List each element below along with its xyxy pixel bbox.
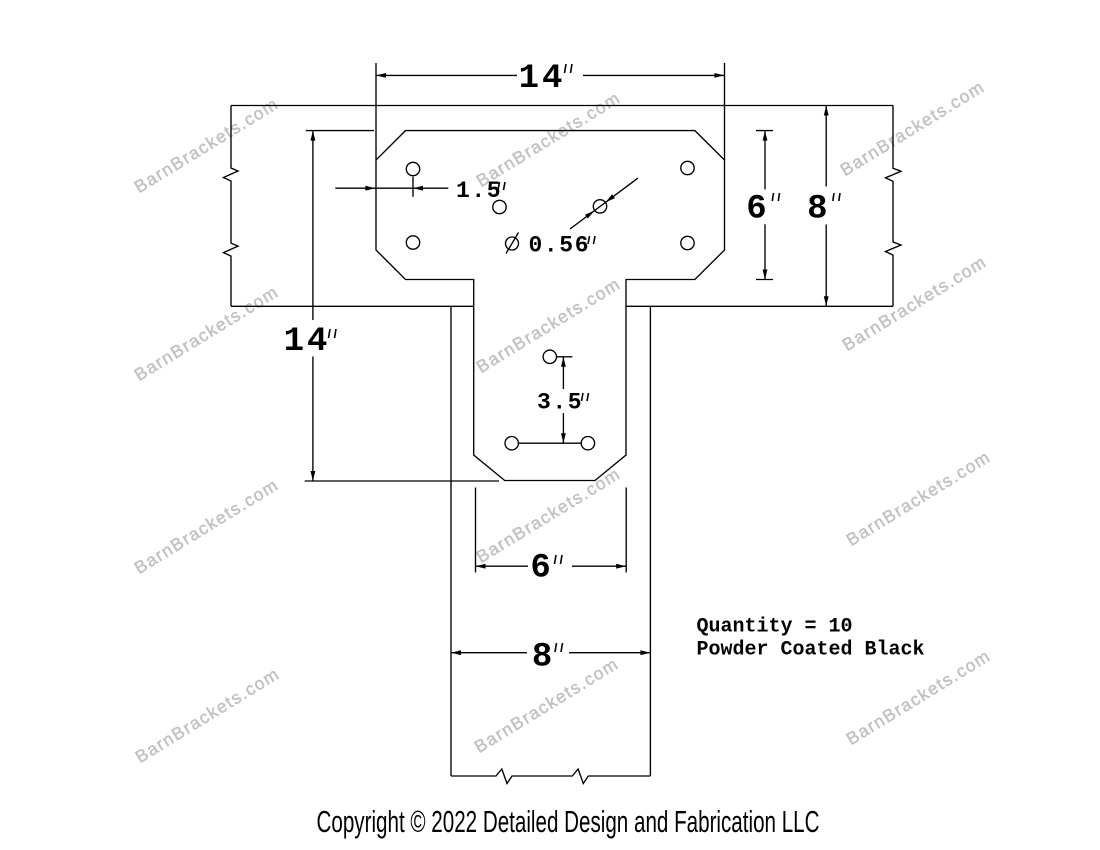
svg-text:BarnBrackets.com: BarnBrackets.com	[473, 88, 623, 191]
svg-text:BarnBrackets.com: BarnBrackets.com	[131, 282, 281, 385]
svg-text:BarnBrackets.com: BarnBrackets.com	[843, 646, 993, 749]
svg-text:BarnBrackets.com: BarnBrackets.com	[131, 475, 281, 578]
svg-text:BarnBrackets.com: BarnBrackets.com	[132, 664, 282, 767]
svg-text:BarnBrackets.com: BarnBrackets.com	[839, 252, 989, 355]
svg-text:8: 8	[532, 639, 555, 677]
svg-text:BarnBrackets.com: BarnBrackets.com	[131, 94, 281, 197]
svg-text:3.5: 3.5	[537, 389, 583, 415]
svg-text:Copyright © 2022 Detailed Desi: Copyright © 2022 Detailed Design and Fab…	[317, 804, 820, 839]
svg-text:Powder Coated Black: Powder Coated Black	[697, 639, 925, 662]
svg-text:8: 8	[807, 191, 830, 229]
svg-text:Quantity = 10: Quantity = 10	[697, 616, 853, 639]
svg-text:6: 6	[746, 191, 769, 229]
svg-text:14: 14	[519, 60, 566, 98]
svg-text:1.5: 1.5	[456, 178, 502, 204]
svg-text:14: 14	[284, 323, 331, 361]
svg-text:0.56: 0.56	[529, 232, 591, 258]
svg-text:6: 6	[530, 550, 553, 588]
svg-text:BarnBrackets.com: BarnBrackets.com	[843, 447, 993, 550]
svg-text:BarnBrackets.com: BarnBrackets.com	[837, 77, 987, 180]
svg-text:BarnBrackets.com: BarnBrackets.com	[473, 274, 623, 377]
